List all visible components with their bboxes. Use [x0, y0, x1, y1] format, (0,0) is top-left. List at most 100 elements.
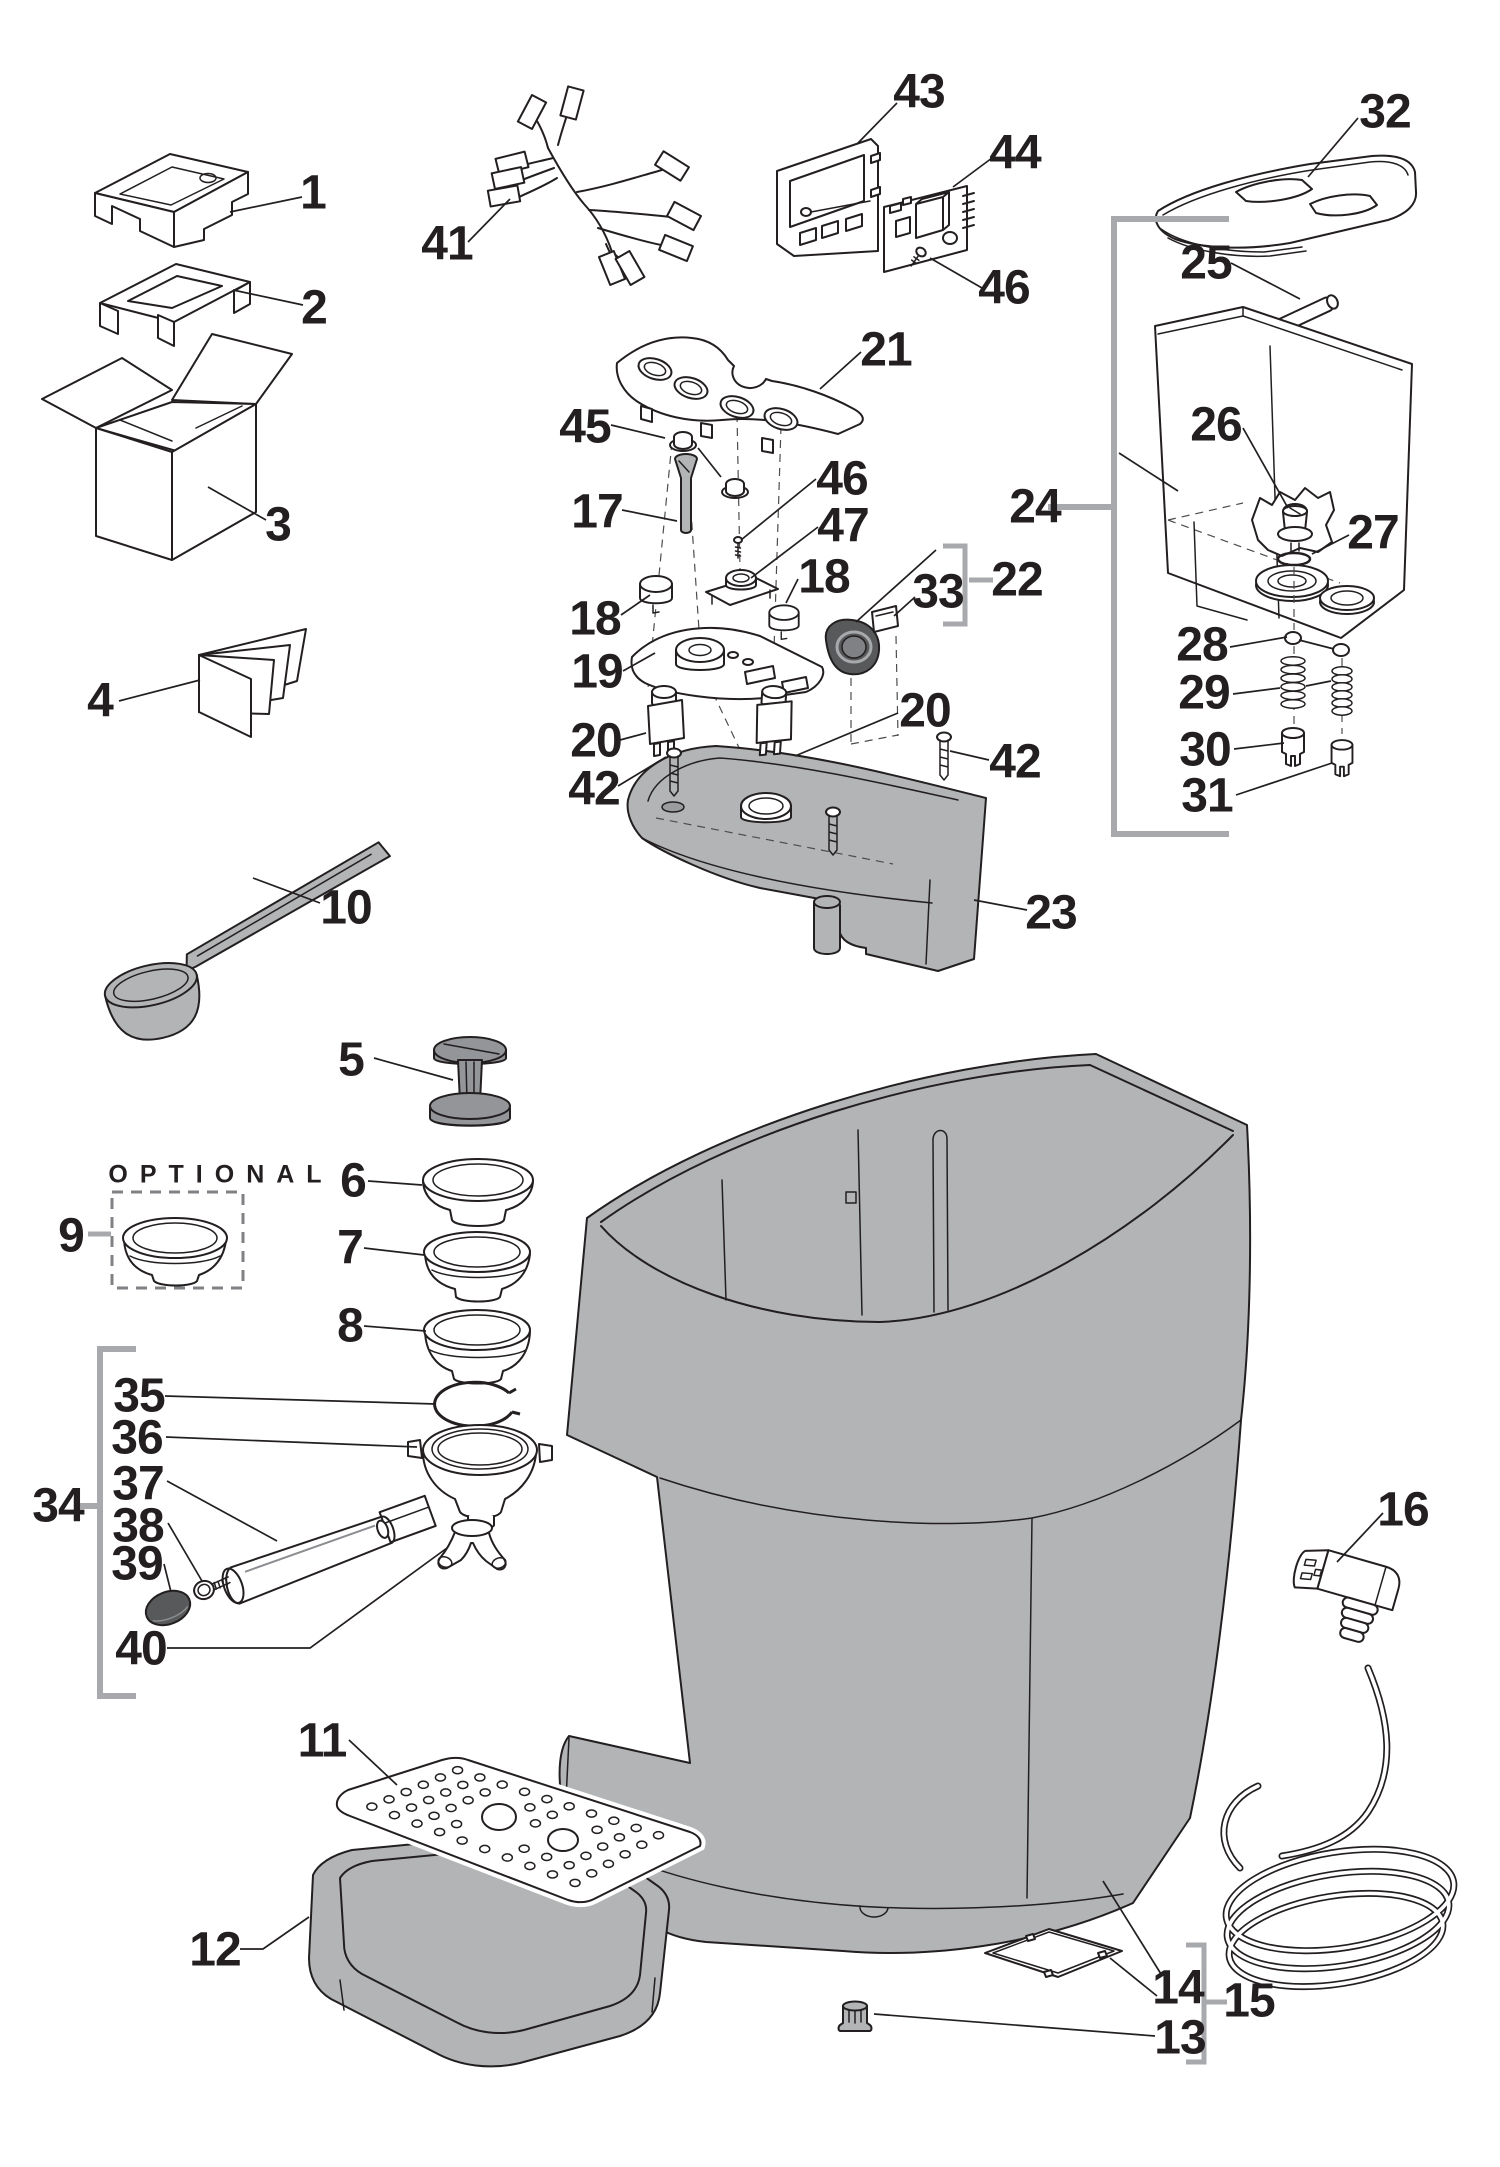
part-label-12-47: 12	[189, 1923, 241, 1977]
part-46-screw-panel	[733, 536, 743, 559]
part-label-22-24: 22	[991, 553, 1043, 607]
part-label-31-31: 31	[1181, 769, 1233, 823]
part-16-power-cord	[1220, 1549, 1458, 1991]
part-28-valve-balls	[1284, 631, 1350, 657]
part-label-10-5: 10	[320, 881, 372, 935]
part-1-foam-top	[94, 153, 249, 248]
part-label-21-11: 21	[860, 323, 912, 377]
part-9-optional-basket	[110, 1190, 245, 1290]
part-40-spout	[437, 1519, 507, 1571]
part-35-snap-ring	[433, 1380, 521, 1428]
part-10-measuring-scoop	[103, 841, 391, 1041]
part-13-foot	[837, 2000, 873, 2032]
part-label-8-38: 8	[337, 1299, 364, 1353]
part-label-40-45: 40	[115, 1622, 167, 1676]
part-20-switch-center	[755, 685, 793, 757]
part-19-switch-support	[630, 626, 825, 701]
part-label-9-36: 9	[58, 1209, 85, 1263]
part-33-label-tag	[871, 605, 899, 633]
part-label-43-6: 43	[893, 65, 945, 119]
part-24-water-tank	[1154, 306, 1413, 639]
part-label-42-22: 42	[989, 735, 1041, 789]
part-18-button-right	[768, 604, 800, 641]
part-7-filter-basket	[423, 1231, 531, 1303]
part-43-bracket-frame	[776, 138, 881, 257]
part-22-steam-knob	[824, 618, 881, 676]
part-label-35-39: 35	[113, 1369, 165, 1423]
part-label-30-30: 30	[1179, 723, 1231, 777]
part-label-27-26: 27	[1347, 506, 1399, 560]
part-39-end-cap	[144, 1589, 192, 1627]
group-brackets	[79, 216, 1229, 2065]
part-label-46-14: 46	[816, 452, 868, 506]
part-41-wiring-harness	[486, 85, 702, 286]
part-label-optional-34: OPTIONAL	[108, 1160, 334, 1189]
part-label-26-25: 26	[1190, 398, 1242, 452]
part-label-18-16: 18	[798, 550, 850, 604]
part-18-button-left	[639, 575, 673, 614]
part-8-filter-basket	[423, 1309, 531, 1385]
part-42-screws	[666, 731, 952, 856]
part-label-41-4: 41	[421, 217, 473, 271]
part-label-13-51: 13	[1154, 2011, 1206, 2065]
part-label-20-21: 20	[899, 684, 951, 738]
part-5-tamper	[429, 1036, 511, 1127]
part-label-34-42: 34	[32, 1479, 84, 1533]
part-37-handle	[221, 1494, 437, 1605]
part-label-24-27: 24	[1009, 480, 1061, 534]
part-label-2-1: 2	[301, 281, 328, 335]
part-label-23-32: 23	[1025, 886, 1077, 940]
part-23-base-housing	[626, 745, 987, 972]
part-label-44-7: 44	[989, 126, 1041, 180]
part-label-20-19: 20	[570, 714, 622, 768]
part-label-32-9: 32	[1359, 85, 1411, 139]
part-label-15-50: 15	[1223, 1974, 1275, 2028]
part-label-47-15: 47	[817, 499, 869, 553]
part-label-33-23: 33	[912, 565, 964, 619]
part-29-springs	[1280, 656, 1353, 716]
part-32-tank-lid	[1154, 154, 1418, 258]
part-label-42-20: 42	[568, 762, 620, 816]
part-38-screw	[193, 1576, 231, 1601]
part-label-37-41: 37	[112, 1457, 164, 1511]
part-label-5-33: 5	[338, 1033, 365, 1087]
part-27-oring	[1276, 551, 1312, 567]
part-26-tank-valve	[1277, 503, 1313, 552]
part-2-foam-frame	[99, 263, 251, 347]
part-label-39-44: 39	[111, 1537, 163, 1591]
part-label-4-3: 4	[87, 674, 114, 728]
part-label-38-43: 38	[112, 1499, 164, 1553]
part-label-1-0: 1	[300, 166, 327, 220]
part-label-19-18: 19	[571, 645, 623, 699]
part-3-carton-box	[41, 333, 293, 561]
part-21-top-panel	[615, 336, 864, 454]
part-label-45-12: 45	[559, 400, 611, 454]
part-44-pcb	[883, 185, 975, 273]
part-label-16-48: 16	[1377, 1483, 1429, 1537]
part-label-46-8: 46	[978, 261, 1030, 315]
part-47-thermostat	[705, 569, 779, 606]
part-label-36-40: 36	[111, 1411, 163, 1465]
part-30-valve-body	[1281, 727, 1305, 767]
part-6-filter-basket	[422, 1158, 534, 1227]
part-label-3-2: 3	[265, 498, 292, 552]
part-36-portafilter-body	[407, 1424, 553, 1529]
part-31-valve-body	[1330, 739, 1354, 778]
part-20-switch-left	[647, 685, 685, 757]
part-17-steam-pipe	[674, 453, 698, 534]
part-label-6-35: 6	[340, 1154, 367, 1208]
part-label-11-46: 11	[297, 1714, 348, 1768]
part-14-bottom-cover	[984, 1928, 1123, 1978]
leader-lines	[118, 102, 1384, 2037]
part-label-14-49: 14	[1152, 1961, 1204, 2015]
part-11-drip-grid	[331, 1752, 706, 1908]
part-label-18-17: 18	[569, 592, 621, 646]
part-4-instruction-manual	[198, 628, 307, 738]
part-label-17-13: 17	[571, 485, 623, 539]
part-45-button-caps	[669, 431, 749, 499]
part-46-screw-pcb	[910, 246, 927, 267]
part-label-7-37: 7	[337, 1221, 364, 1275]
part-label-25-10: 25	[1180, 236, 1232, 290]
